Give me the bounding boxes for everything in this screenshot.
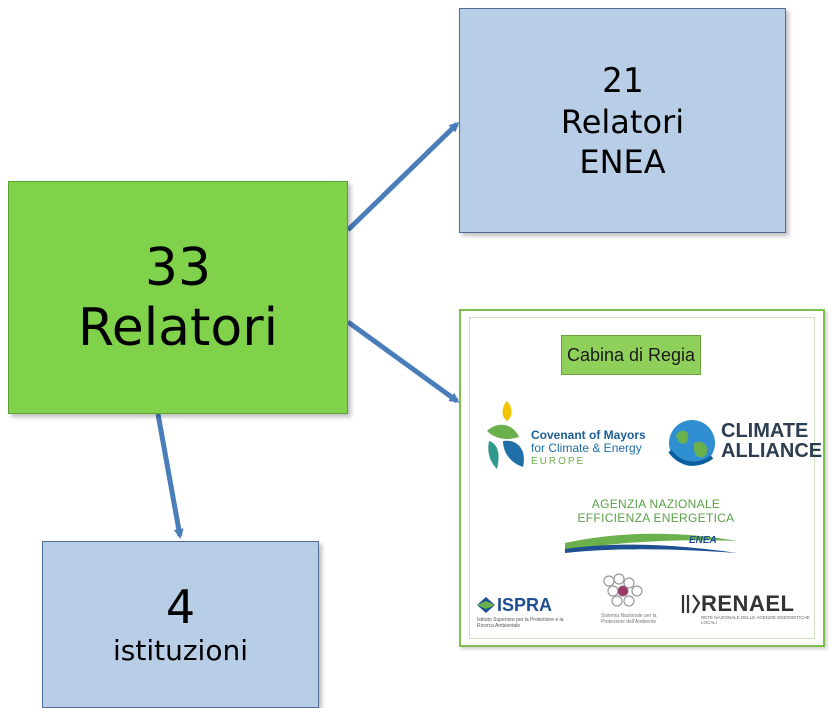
cabina-di-regia-panel: Cabina di Regia Covenant of Mayors for C… xyxy=(459,309,825,647)
institutions-box: 4 istituzioni xyxy=(42,541,319,708)
climate-alliance-line1: CLIMATE xyxy=(721,420,809,442)
cabina-di-regia-header: Cabina di Regia xyxy=(561,335,701,375)
snpa-icon xyxy=(603,573,643,607)
covenant-line2: for Climate & Energy xyxy=(531,441,642,455)
renael-icon xyxy=(681,594,701,614)
agenzia-efficienza-logo: AGENZIA NAZIONALE EFFICIENZA ENERGETICA xyxy=(566,497,746,525)
main-count: 33 xyxy=(144,237,212,298)
agenzia-line2: EFFICIENZA ENERGETICA xyxy=(577,511,735,525)
arrow-to-logo-panel xyxy=(346,319,460,404)
main-label: Relatori xyxy=(77,297,279,358)
ispra-icon xyxy=(477,597,495,613)
enea-label-line1: Relatori xyxy=(560,102,685,141)
agenzia-swoosh-icon xyxy=(565,533,737,553)
main-relatori-box: 33 Relatori xyxy=(8,181,348,414)
ispra-logo: ISPRA xyxy=(497,595,553,615)
enea-count: 21 xyxy=(602,60,643,101)
covenant-line1: Covenant of Mayors xyxy=(531,428,646,442)
globe-icon xyxy=(668,420,715,466)
renael-subtitle: RETE NAZIONALE DELLE AGENZIE ENERGETICHE… xyxy=(701,615,810,625)
enea-mark: ENEA xyxy=(689,535,717,546)
covenant-of-mayors-icon xyxy=(487,401,524,469)
institutions-label: istituzioni xyxy=(113,633,248,667)
enea-relatori-box: 21 Relatori ENEA xyxy=(459,8,786,233)
arrow-to-enea xyxy=(346,121,460,232)
enea-label-line2: ENEA xyxy=(579,142,666,181)
snpa-subtitle: Sistema Nazionale per la Protezione dell… xyxy=(601,613,657,625)
ispra-subtitle: Istituto Superiore per la Protezione e l… xyxy=(477,617,564,629)
institutions-count: 4 xyxy=(165,579,196,634)
panel-inner-frame xyxy=(469,317,815,639)
covenant-line3: EUROPE xyxy=(531,456,586,467)
climate-alliance-line2: ALLIANCE xyxy=(721,440,823,462)
arrow-to-institutions xyxy=(155,413,184,539)
agenzia-line1: AGENZIA NAZIONALE xyxy=(591,497,721,511)
climate-alliance-logo: CLIMATE ALLIANCE xyxy=(721,421,822,461)
renael-logo: RENAEL xyxy=(701,591,795,616)
covenant-of-mayors-logo: Covenant of Mayors for Climate & Energy … xyxy=(531,429,646,468)
